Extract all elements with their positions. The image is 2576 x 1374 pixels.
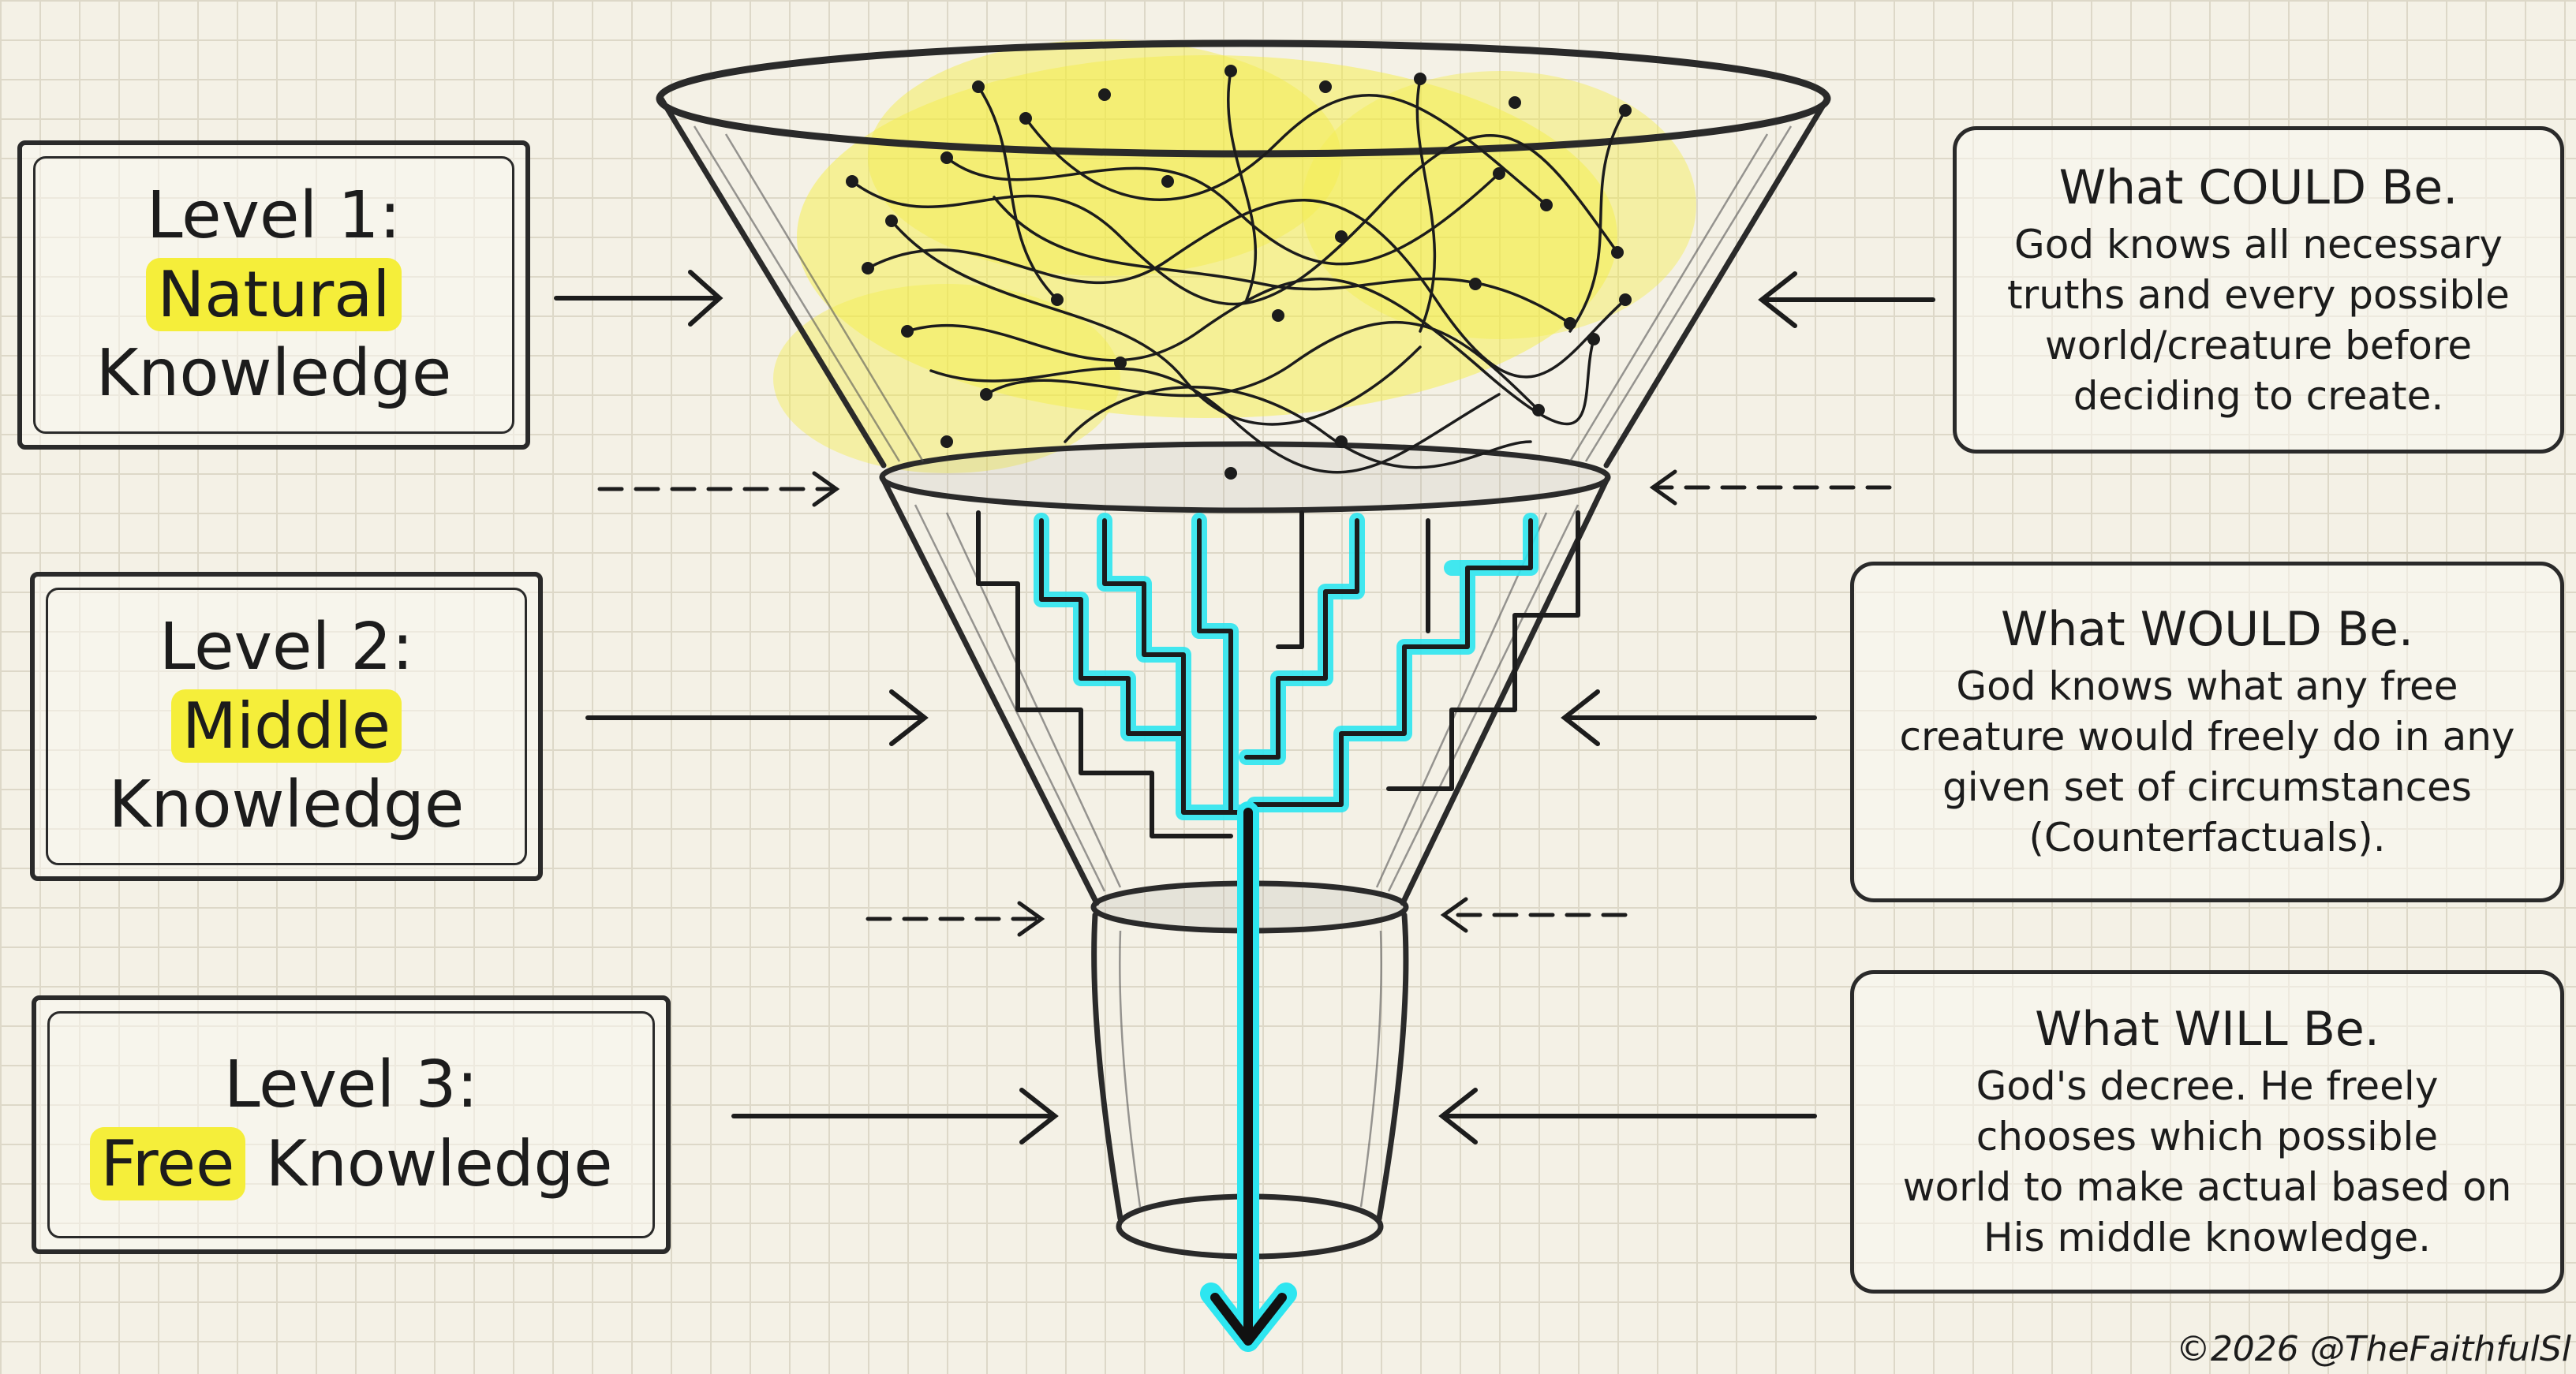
description-will-title: What WILL Be. <box>2035 1001 2380 1058</box>
possibilities-glow <box>773 39 1696 473</box>
level-2-box: Level 2: Middle Knowledge <box>30 572 543 881</box>
description-could-box: What COULD Be. God knows all necessary t… <box>1953 126 2564 454</box>
description-would-box: What WOULD Be. God knows what any free c… <box>1850 562 2564 902</box>
level-3-box: Level 3: Free Knowledge <box>32 995 671 1254</box>
level-3-highlight: Free <box>90 1127 246 1200</box>
level-1-highlight: Natural <box>146 258 401 331</box>
level-2-number: Level 2: <box>159 608 413 687</box>
description-will-body: God's decree. He freely chooses which po… <box>1903 1061 2512 1263</box>
level-1-number: Level 1: <box>147 177 401 256</box>
level-2-label: Knowledge <box>109 766 465 845</box>
description-would-body: God knows what any free creature would f… <box>1899 661 2514 863</box>
level-1-label: Knowledge <box>96 334 452 413</box>
description-will-box: What WILL Be. God's decree. He freely ch… <box>1850 970 2564 1294</box>
level-2-highlight: Middle <box>171 689 402 763</box>
description-would-title: What WOULD Be. <box>2001 601 2413 658</box>
middle-branches-glow <box>1041 521 1531 812</box>
description-could-title: What COULD Be. <box>2059 159 2458 216</box>
description-could-body: God knows all necessary truths and every… <box>2007 219 2510 421</box>
copyright-notice: ©2026 @TheFaithfulSl <box>2176 1329 2571 1369</box>
level-3-label: Knowledge <box>245 1127 612 1200</box>
level-3-number: Level 3: <box>224 1046 478 1125</box>
level-1-box: Level 1: Natural Knowledge <box>17 140 530 450</box>
